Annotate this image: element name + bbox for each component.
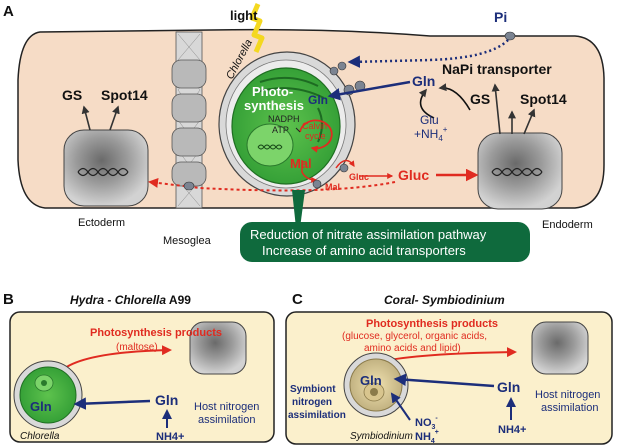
panel-c-label-symbiodinium: Symbiodinium [350, 431, 413, 442]
label-synthesis: synthesis [244, 98, 304, 113]
arrow-napi [491, 83, 501, 135]
label-spot14-left: Spot14 [101, 87, 148, 103]
label-glu: Glu [420, 113, 439, 127]
panel-c-host1: Host nitrogen [535, 389, 600, 401]
panel-b-gln-cell: Gln [30, 399, 52, 414]
label-mesoglea: Mesoglea [163, 235, 212, 247]
panel-c-symb1: Symbiont [290, 384, 336, 395]
panel-b-host2: assimilation [198, 414, 255, 426]
panel-b-maltose: (maltose) [116, 342, 158, 353]
arrow-gluc-ectoderm-dotted [148, 177, 396, 192]
panel-c-symb2: nitrogen [292, 397, 332, 408]
panel-b-letter: B [3, 291, 14, 308]
arrow-spot-left [109, 105, 120, 131]
label-gluc-small: Gluc [349, 172, 369, 182]
banner-box [240, 222, 530, 262]
label-gs-left: GS [62, 87, 82, 103]
label-gluc: Gluc [398, 167, 429, 183]
endoderm-nucleus [477, 132, 563, 210]
panel-c-symbiont-arrow [390, 392, 411, 421]
panel-b-gln-host: Gln [155, 392, 178, 408]
panel-b-nh4: NH4+ [156, 431, 184, 443]
panel-b-label-chlorella: Chlorella [20, 431, 60, 442]
label-mal-inner: Mal [290, 156, 312, 171]
label-endoderm: Endoderm [542, 219, 593, 231]
arrow-pi-dotted [347, 39, 509, 68]
banner-line1: Reduction of nitrate assimilation pathwa… [250, 227, 487, 242]
light-icon [249, 3, 265, 53]
arrow-glu-to-gln [418, 88, 435, 119]
ectoderm-nucleus [63, 129, 149, 207]
label-mal-small: Mal [325, 182, 340, 192]
panel-b-host-nucleus [189, 321, 247, 375]
banner-pointer [292, 190, 305, 228]
arrow-gs-to-gln [438, 83, 471, 111]
mesoglea-layer [171, 31, 207, 209]
label-atp: ATP [272, 125, 289, 135]
panel-c-gln-host: Gln [497, 379, 520, 395]
panel-c-no3: NO3- [415, 415, 438, 431]
label-gs-right: GS [470, 91, 490, 107]
panel-c-host-nucleus [531, 321, 589, 375]
panel-c-title: Coral- Symbiodinium [384, 293, 505, 307]
panel-a-letter: A [3, 3, 14, 20]
calvin-cycle-arrow [299, 119, 333, 153]
arrow-spot-right [523, 108, 536, 135]
panel-b-navy-arrow [73, 397, 151, 410]
panel-c-nh4b: NH4+ [415, 429, 439, 445]
panel-c-list2: amino acids and lipid) [364, 343, 461, 354]
label-spot14-right: Spot14 [520, 91, 567, 107]
pi-transporter-membrane [504, 31, 516, 41]
panel-c-list1: (glucose, glycerol, organic acids, [342, 331, 487, 342]
label-nh4: +NH4+ [414, 125, 448, 143]
panel-b-chlorella [19, 366, 77, 424]
thylakoids [255, 76, 325, 143]
panel-b-host1: Host nitrogen [194, 401, 259, 413]
label-nadph: NADPH [268, 114, 300, 124]
label-gln-inner: Gln [308, 93, 328, 107]
arrow-gln-import [327, 80, 411, 101]
chlorella-nucleus [246, 123, 294, 167]
label-napi-transporter: NaPi transporter [442, 61, 552, 77]
panel-b-photo-products: Photosynthesis products [90, 327, 222, 339]
panel-c-gln-cell: Gln [360, 373, 382, 388]
label-cycle: cycle [305, 131, 326, 141]
panel-c-nh4: NH4+ [498, 424, 526, 436]
arrow-gs-left [81, 105, 91, 131]
banner-line2: Increase of amino acid transporters [262, 243, 466, 258]
panel-c-letter: C [292, 291, 303, 308]
panel-c-photo-products: Photosynthesis products [366, 318, 498, 330]
label-calvin: Calvin [302, 121, 327, 131]
label-pi: Pi [494, 9, 507, 25]
panel-c-host2: assimilation [541, 402, 598, 414]
label-light: light [230, 8, 258, 23]
panel-c-navy-arrow [393, 373, 495, 388]
label-ectoderm: Ectoderm [78, 217, 125, 229]
panel-c-symb3: assimilation [288, 410, 346, 421]
panel-b-title: Hydra - Chlorella A99 [70, 293, 191, 307]
label-gln-mid: Gln [412, 73, 435, 89]
label-photo: Photo- [252, 84, 293, 99]
